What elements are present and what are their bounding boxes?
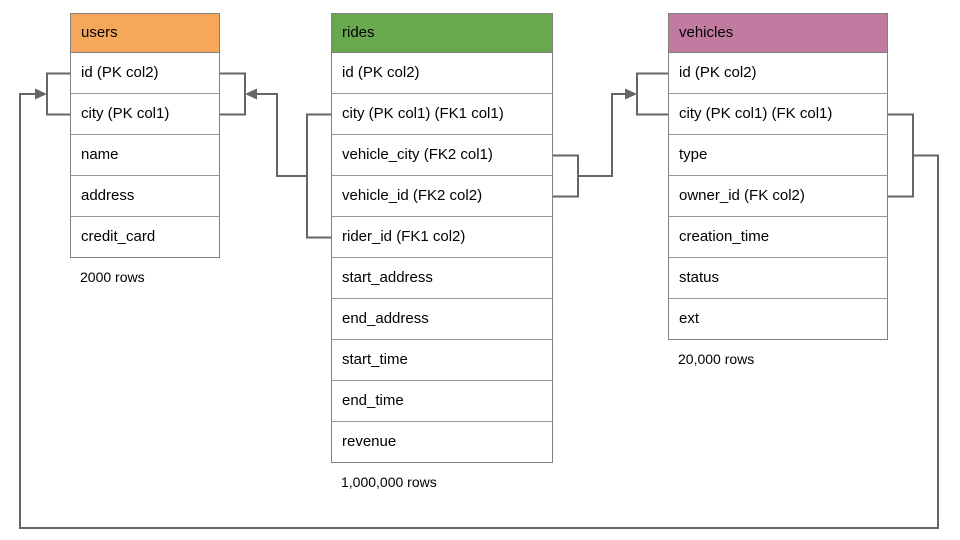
column-label: city (PK col1) xyxy=(81,105,170,122)
table-name: users xyxy=(81,24,118,41)
table-name-header: rides xyxy=(331,13,553,53)
rides-to-vehicles-arrowhead xyxy=(625,88,637,100)
rides-to-users-arrowhead xyxy=(245,88,257,100)
column-label: end_address xyxy=(342,310,429,327)
table-name: rides xyxy=(342,24,375,41)
column-row: address xyxy=(70,176,220,217)
db-table-users: users id (PK col2) city (PK col1) name addr… xyxy=(70,13,220,285)
column-label: type xyxy=(679,146,708,163)
column-row: vehicle_city (FK2 col1) xyxy=(331,135,553,176)
table-name-header: users xyxy=(70,13,220,53)
column-label: address xyxy=(81,187,135,204)
users-pk-bracket-right xyxy=(220,72,246,116)
column-label: start_address xyxy=(342,269,433,286)
db-table-rides: rides id (PK col2) city (PK col1) (FK1 co… xyxy=(331,13,553,490)
column-row: ext xyxy=(668,299,888,340)
column-row: vehicle_id (FK2 col2) xyxy=(331,176,553,217)
column-row: credit_card xyxy=(70,217,220,258)
column-label: credit_card xyxy=(81,228,156,245)
column-label: rider_id (FK1 col2) xyxy=(342,228,466,245)
column-row: owner_id (FK col2) xyxy=(668,176,888,217)
table-columns: id (PK col2) city (PK col1) (FK1 col1) veh… xyxy=(331,53,553,463)
column-label: ext xyxy=(679,310,700,327)
column-label: end_time xyxy=(342,392,404,409)
row-count-label: 20,000 rows xyxy=(678,351,755,367)
table-columns: id (PK col2) city (PK col1) (FK col1) type… xyxy=(668,53,888,340)
row-count-label: 1,000,000 rows xyxy=(341,474,437,490)
column-row: city (PK col1) xyxy=(70,94,220,135)
column-label: vehicle_city (FK2 col1) xyxy=(342,146,493,163)
rides-to-vehicles-connector xyxy=(578,93,625,177)
column-row: start_time xyxy=(331,340,553,381)
column-row: type xyxy=(668,135,888,176)
column-label: start_time xyxy=(342,351,408,368)
column-row: creation_time xyxy=(668,217,888,258)
column-row: end_address xyxy=(331,299,553,340)
column-label: city (PK col1) (FK col1) xyxy=(679,105,833,122)
column-label: creation_time xyxy=(679,228,770,245)
column-row: id (PK col2) xyxy=(331,53,553,94)
column-label: revenue xyxy=(342,433,397,450)
rides-fk2-bracket xyxy=(553,154,579,198)
rides-to-users-connector xyxy=(257,93,307,177)
row-count-label: 2000 rows xyxy=(80,269,145,285)
column-row: rider_id (FK1 col2) xyxy=(331,217,553,258)
column-label: owner_id (FK col2) xyxy=(679,187,805,204)
column-label: status xyxy=(679,269,720,286)
vehicles-pk-bracket-left xyxy=(636,72,668,116)
column-label: id (PK col2) xyxy=(679,64,757,81)
users-pk-bracket-left xyxy=(46,72,70,116)
vehicles-to-users-connector xyxy=(19,93,939,529)
column-row: name xyxy=(70,135,220,176)
column-row: end_time xyxy=(331,381,553,422)
column-row: start_address xyxy=(331,258,553,299)
column-label: vehicle_id (FK2 col2) xyxy=(342,187,483,204)
vehicles-to-users-arrowhead xyxy=(35,88,47,100)
vehicles-fk-bracket xyxy=(888,113,914,198)
table-columns: id (PK col2) city (PK col1) name address cre… xyxy=(70,53,220,258)
column-row: city (PK col1) (FK1 col1) xyxy=(331,94,553,135)
column-label: id (PK col2) xyxy=(342,64,420,81)
column-row: revenue xyxy=(331,422,553,463)
column-row: status xyxy=(668,258,888,299)
column-row: id (PK col2) xyxy=(668,53,888,94)
table-name: vehicles xyxy=(679,24,734,41)
column-row: id (PK col2) xyxy=(70,53,220,94)
table-name-header: vehicles xyxy=(668,13,888,53)
column-label: city (PK col1) (FK1 col1) xyxy=(342,105,504,122)
column-label: name xyxy=(81,146,119,163)
db-table-vehicles: vehicles id (PK col2) city (PK col1) (FK … xyxy=(668,13,888,367)
rides-fk1-bracket xyxy=(306,113,331,239)
column-label: id (PK col2) xyxy=(81,64,159,81)
column-row: city (PK col1) (FK col1) xyxy=(668,94,888,135)
